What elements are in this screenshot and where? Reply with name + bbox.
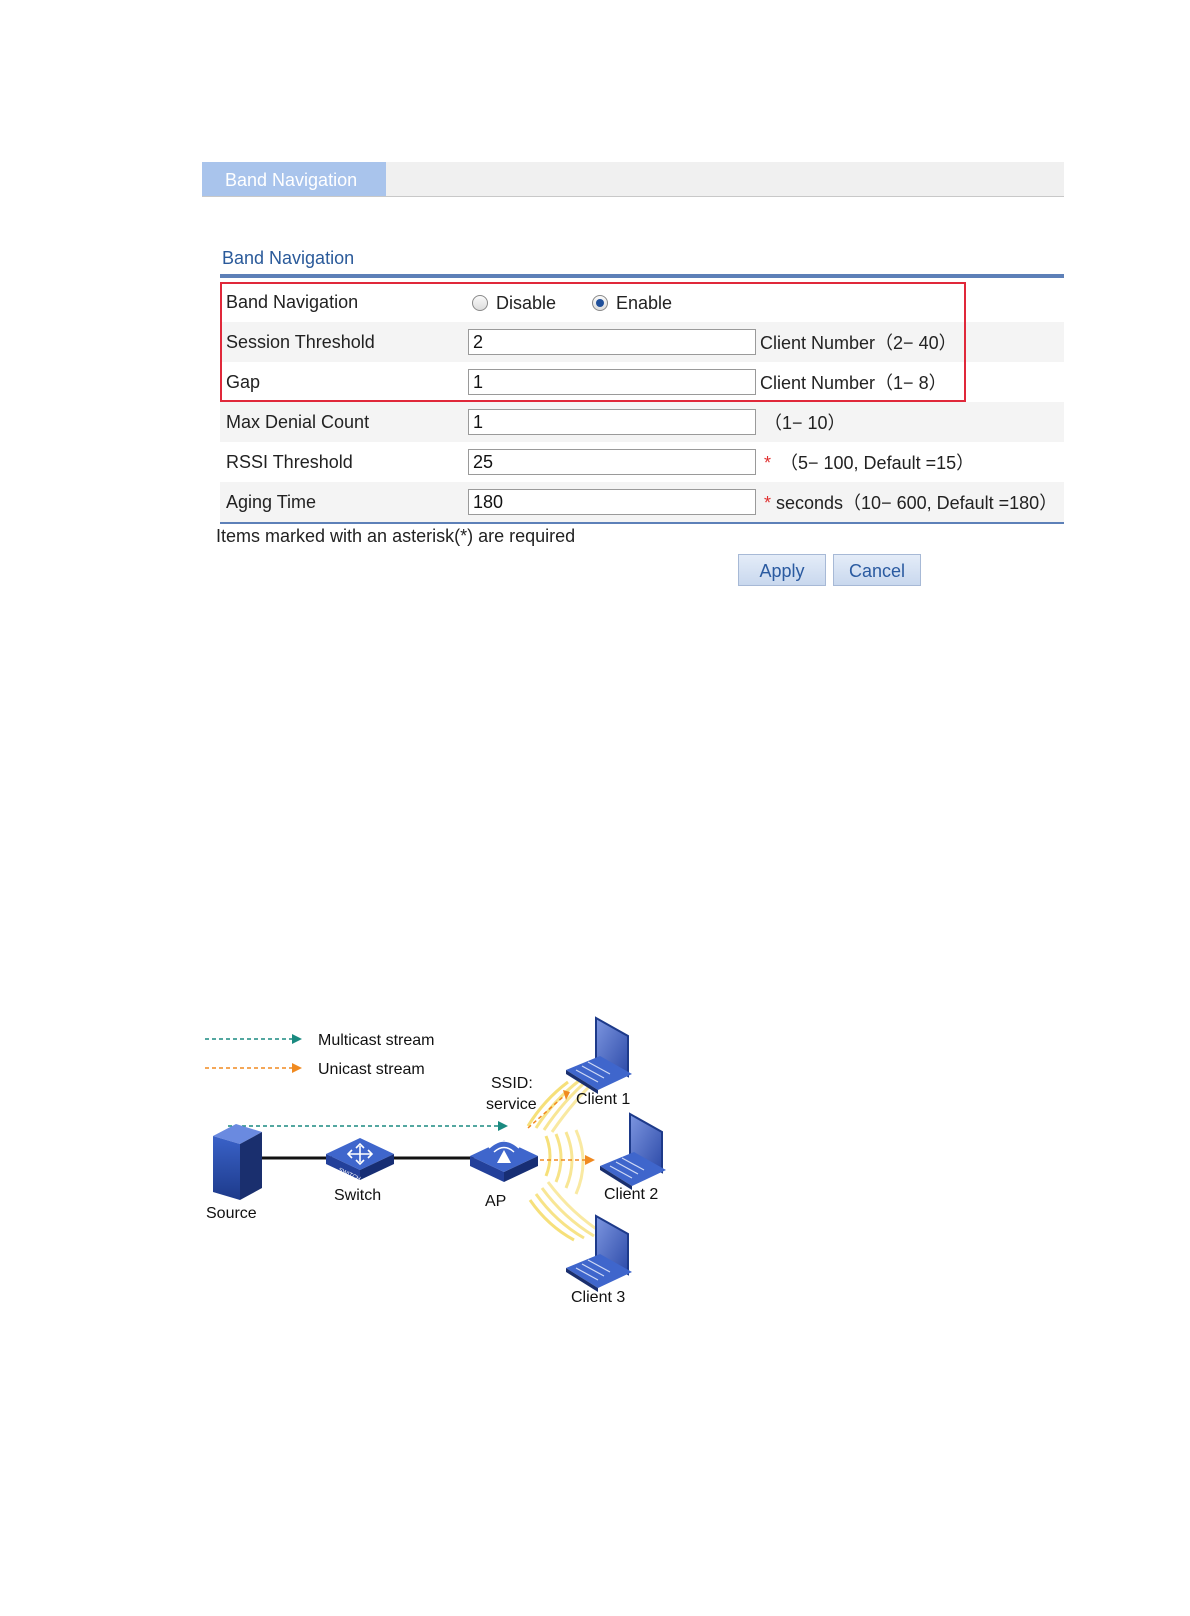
session-threshold-row: Session Threshold 2 Client Number（2− 40） [220, 322, 1064, 362]
cancel-button[interactable]: Cancel [833, 554, 921, 586]
unicast-legend-arrow [292, 1063, 302, 1073]
disable-radio[interactable] [472, 295, 488, 311]
switch-label: Switch [334, 1187, 381, 1204]
unicast-arrow-client1 [563, 1090, 570, 1100]
section-divider [220, 274, 1064, 278]
client2-label: Client 2 [604, 1186, 658, 1203]
client1-laptop-icon [566, 1016, 632, 1094]
source-server-icon [213, 1124, 262, 1200]
max-denial-count-hint: （1− 10） [764, 413, 846, 433]
highlight-box [220, 282, 966, 402]
rssi-threshold-required-marker: * [764, 453, 772, 473]
aging-time-required-marker: * [764, 493, 772, 513]
switch-icon: SWITCH [326, 1138, 394, 1183]
form-bottom-divider [220, 522, 1064, 524]
source-label: Source [206, 1205, 257, 1222]
enable-radio-label[interactable]: Enable [616, 293, 673, 313]
client2-laptop-icon [600, 1112, 666, 1190]
unicast-legend-label: Unicast stream [318, 1061, 425, 1078]
tab-band-navigation[interactable]: Band Navigation [202, 162, 386, 196]
multicast-legend-arrow [292, 1034, 302, 1044]
multicast-stream-arrow [498, 1121, 508, 1131]
ap-icon [470, 1140, 538, 1182]
rssi-threshold-hint: （5− 100, Default =15） [780, 453, 975, 473]
session-threshold-input[interactable]: 2 [468, 329, 756, 355]
aging-time-row: Aging Time 180 * seconds（10− 600, Defaul… [220, 482, 1064, 522]
aging-time-label: Aging Time [226, 492, 317, 512]
max-denial-count-row: Max Denial Count 1 （1− 10） [220, 402, 1064, 442]
rssi-threshold-row: RSSI Threshold 25 * （5− 100, Default =15… [220, 442, 1064, 482]
section-title: Band Navigation [222, 248, 355, 268]
ssid-label: SSID: [491, 1075, 533, 1092]
gap-hint: Client Number（1− 8） [760, 373, 947, 393]
max-denial-count-input[interactable]: 1 [468, 409, 756, 435]
client1-label: Client 1 [576, 1091, 630, 1108]
apply-button[interactable]: Apply [738, 554, 826, 586]
unicast-stream-client1 [527, 1095, 565, 1129]
gap-label: Gap [226, 372, 261, 392]
ap-label: AP [485, 1193, 506, 1210]
legend: Multicast stream Unicast stream [205, 1032, 434, 1078]
gap-input[interactable]: 1 [468, 369, 756, 395]
session-threshold-hint: Client Number（2− 40） [760, 333, 957, 353]
band-navigation-label: Band Navigation [226, 292, 359, 312]
aging-time-hint: seconds（10− 600, Default =180） [776, 493, 1058, 513]
enable-radio[interactable] [592, 295, 608, 311]
band-navigation-row: Band Navigation Disable Enable [220, 282, 1064, 322]
required-note: Items marked with an asterisk(*) are req… [216, 526, 576, 546]
unicast-arrow-client2 [585, 1155, 595, 1165]
max-denial-count-label: Max Denial Count [226, 412, 370, 432]
tab-bar: Band Navigation [202, 162, 1064, 197]
session-threshold-label: Session Threshold [226, 332, 375, 352]
multicast-legend-label: Multicast stream [318, 1032, 434, 1049]
ssid-value: service [486, 1096, 537, 1113]
rssi-threshold-label: RSSI Threshold [226, 452, 353, 472]
gap-row: Gap 1 Client Number（1− 8） [220, 362, 1064, 402]
client3-label: Client 3 [571, 1289, 625, 1306]
rssi-threshold-input[interactable]: 25 [468, 449, 756, 475]
client3-laptop-icon [566, 1214, 632, 1292]
disable-radio-label[interactable]: Disable [496, 293, 557, 313]
aging-time-input[interactable]: 180 [468, 489, 756, 515]
